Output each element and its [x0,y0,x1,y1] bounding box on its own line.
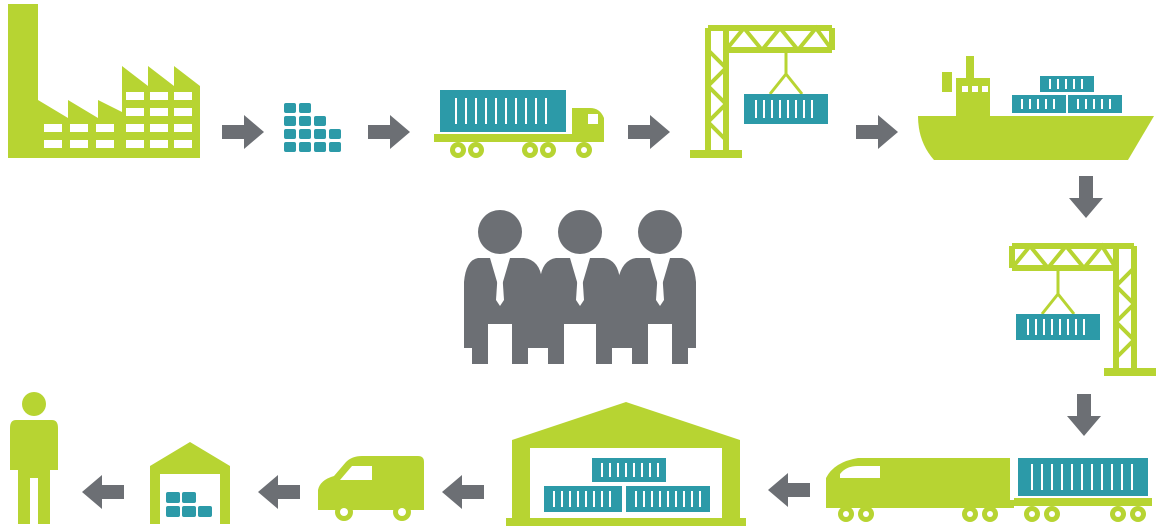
flow-arrow [368,115,410,149]
stacked-boxes-icon [284,103,341,152]
flow-arrow [768,473,810,507]
container-truck-icon [434,90,604,158]
freight-train-icon [826,458,1152,522]
person-3 [618,210,696,364]
delivery-van-icon [318,456,424,521]
person-1 [464,210,542,364]
port-crane-icon [1009,242,1156,376]
flow-arrow [628,115,670,149]
flow-arrow [1067,394,1101,436]
flow-arrow [856,115,898,149]
cargo-ship-icon [918,56,1154,160]
flow-arrow [82,475,124,509]
warehouse-icon [506,402,746,526]
business-team-icon [464,210,696,364]
customer-person-icon [10,392,58,524]
flow-arrow [258,475,300,509]
flow-arrow [222,115,264,149]
port-crane-icon [690,24,835,158]
flow-arrow [442,475,484,509]
flow-arrow [1069,176,1103,218]
small-warehouse-icon [150,442,230,524]
person-2 [540,210,620,364]
factory-icon [8,4,200,158]
